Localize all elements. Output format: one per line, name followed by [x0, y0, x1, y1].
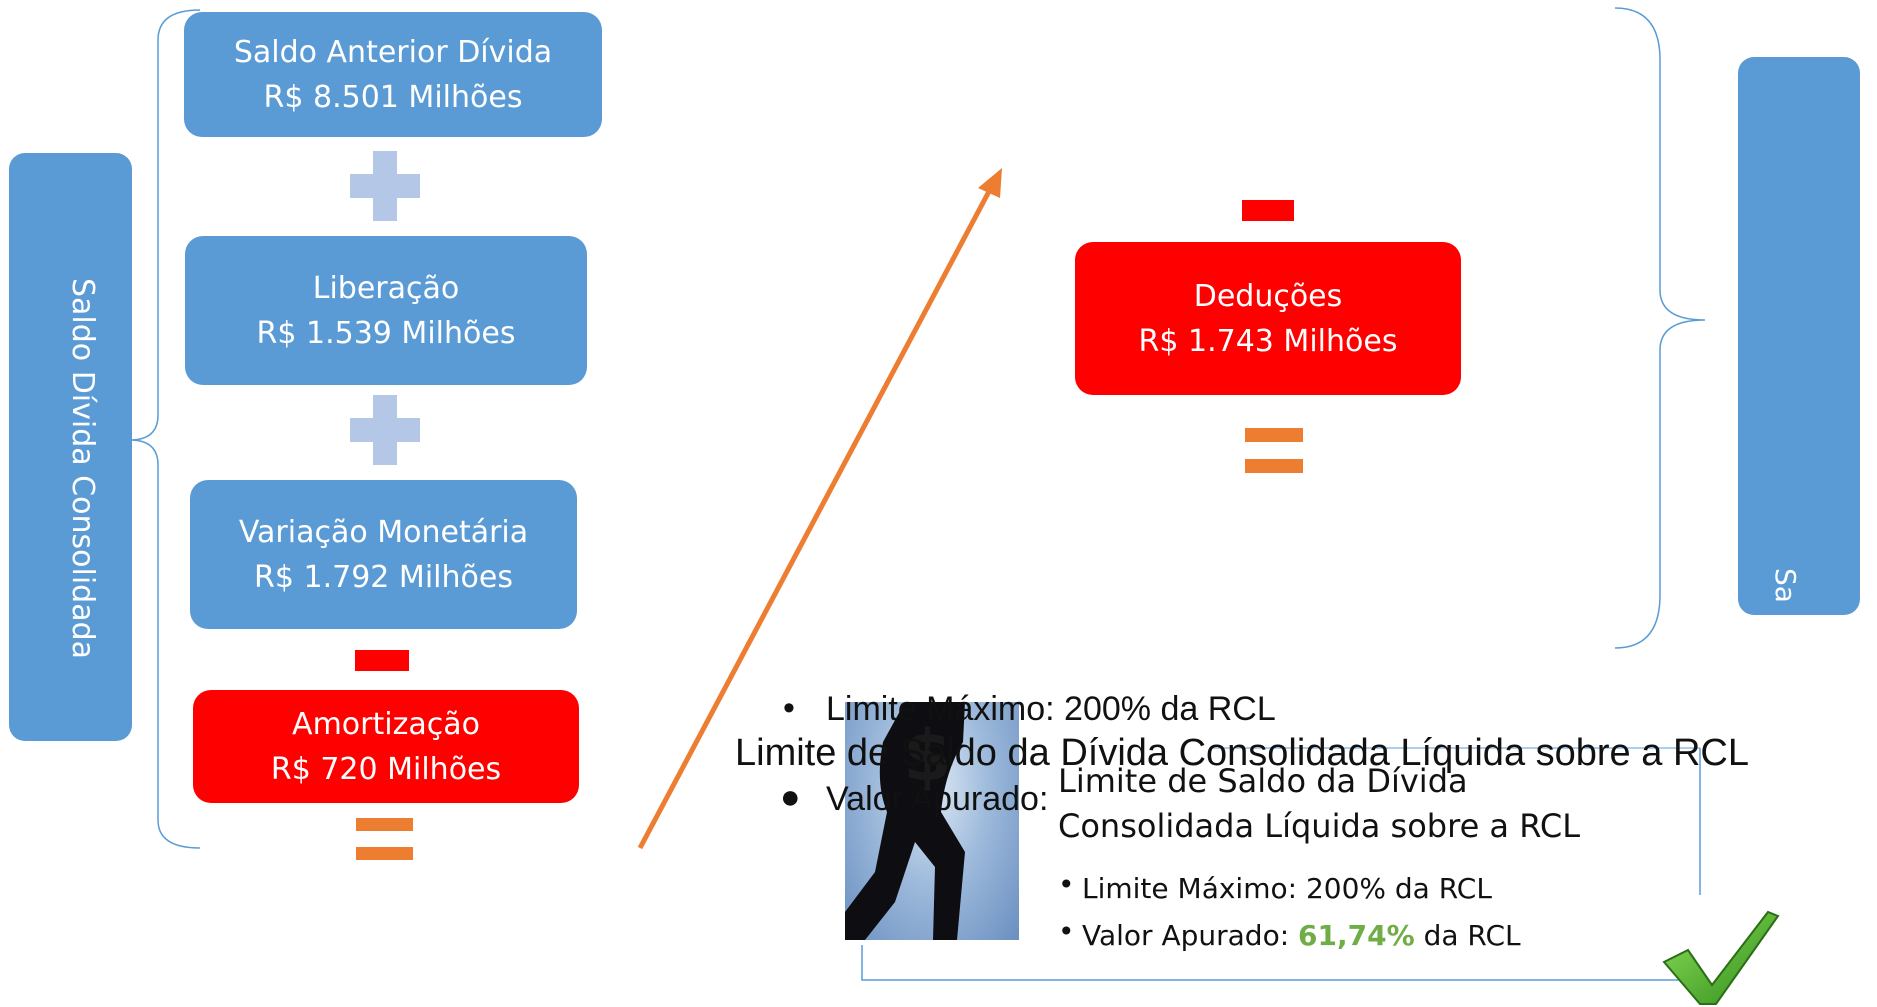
deducoes-title: Deduções [1193, 278, 1343, 314]
deducoes-box: Deduções R$ 1.743 Milhões [1075, 242, 1461, 395]
right-panel-text: Sa [1769, 568, 1802, 603]
saldo-anterior-title: Saldo Anterior Dívida [233, 34, 553, 70]
equals-icon-top [356, 818, 413, 831]
side-label-text: Saldo Dívida Consolidada [65, 278, 100, 660]
overlay-bullet-2-dot: ● [780, 778, 801, 816]
right-brace [1614, 7, 1706, 649]
card-bullet-2-suffix: da RCL [1414, 919, 1521, 952]
variacao-box: Variação Monetária R$ 1.792 Milhões [190, 480, 577, 629]
card-bottom-line [861, 945, 1690, 981]
deducoes-value: R$ 1.743 Milhões [1138, 323, 1398, 359]
side-label-box [9, 153, 132, 741]
right-panel-box [1738, 57, 1860, 615]
plus-icon-vertical [373, 395, 397, 465]
equals-icon-bottom [356, 847, 413, 860]
minus-icon [355, 650, 409, 671]
card-bullet-1: Limite Máximo: 200% da RCL [1082, 872, 1492, 905]
liberacao-box: Liberação R$ 1.539 Milhões [185, 236, 587, 385]
overlay-heading: Limite de Saldo da Dívida Consolidada Lí… [735, 732, 1749, 774]
equals-icon-bottom [1245, 459, 1303, 473]
arrow-icon [637, 180, 997, 850]
saldo-anterior-box: Saldo Anterior Dívida R$ 8.501 Milhões [184, 12, 602, 137]
plus-icon-vertical [373, 151, 397, 221]
arrow-head-icon [978, 168, 1002, 198]
amortizacao-box: Amortização R$ 720 Milhões [193, 690, 579, 803]
equals-icon-top [1245, 428, 1303, 442]
card-bullet-2-dot: • [1058, 915, 1075, 948]
dollar-figure-icon: $ [845, 702, 965, 940]
liberacao-value: R$ 1.539 Milhões [256, 315, 516, 351]
card-bullet-2: Valor Apurado: 61,74% da RCL [1082, 919, 1521, 952]
card-title-line-1: Limite de Saldo da Dívida [1058, 762, 1468, 800]
dollar-figure-image: $ [845, 702, 1019, 940]
card-bullet-2-value: 61,74% [1298, 919, 1415, 952]
variacao-title: Variação Monetária [238, 514, 529, 550]
minus-icon [1242, 200, 1294, 221]
overlay-bullet-2: Valor Apurado: [826, 780, 1049, 818]
card-bullet-2-prefix: Valor Apurado: [1082, 919, 1299, 952]
saldo-anterior-value: R$ 8.501 Milhões [263, 79, 523, 115]
amortizacao-title: Amortização [292, 706, 480, 742]
svg-text:$: $ [903, 715, 952, 797]
amortizacao-value: R$ 720 Milhões [270, 751, 502, 787]
card-title-line-2: Consolidada Líquida sobre a RCL [1058, 807, 1581, 845]
overlay-bullet-1: Limite Máximo: 200% da RCL [826, 690, 1276, 728]
left-brace [129, 9, 201, 849]
variacao-value: R$ 1.792 Milhões [254, 559, 513, 595]
card-bullet-1-dot: • [1058, 868, 1075, 901]
overlay-bullet-1-dot: • [783, 689, 795, 727]
liberacao-title: Liberação [312, 270, 460, 306]
